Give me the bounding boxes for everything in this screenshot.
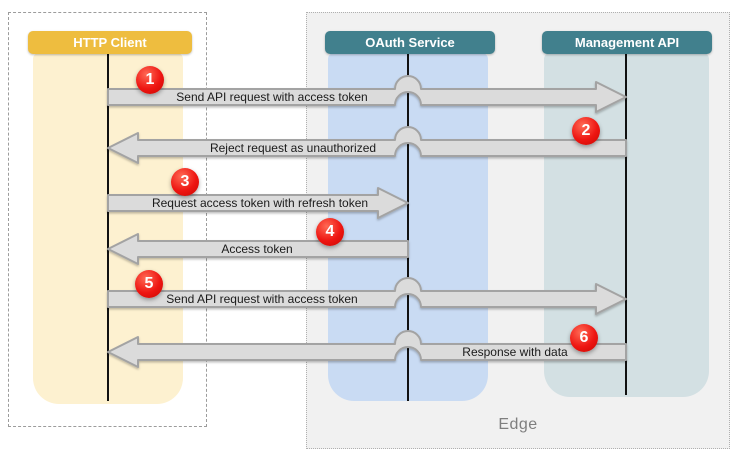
message-label-3: Request access token with refresh token [152, 196, 368, 210]
lifeline-http-client [107, 53, 109, 401]
lifeline-management-api [625, 53, 627, 395]
message-arrow-1 [107, 75, 627, 113]
message-arrow-6 [107, 330, 627, 368]
message-label-2: Reject request as unauthorized [210, 141, 376, 155]
lifeline-oauth-service [407, 53, 409, 401]
step-badge-2: 2 [572, 117, 600, 145]
step-badge-5: 5 [135, 270, 163, 298]
message-arrow-5 [107, 277, 627, 315]
step-badge-1: 1 [136, 66, 164, 94]
message-arrow-2 [107, 126, 627, 164]
message-label-1: Send API request with access token [176, 90, 367, 104]
lane-header-oauth-service: OAuth Service [325, 31, 495, 54]
message-label-6: Response with data [462, 345, 568, 359]
edge-zone-label: Edge [498, 416, 538, 433]
lane-header-management-api: Management API [542, 31, 712, 54]
message-label-5: Send API request with access token [166, 292, 357, 306]
lane-header-http-client: HTTP Client [28, 31, 192, 54]
step-badge-4: 4 [316, 218, 344, 246]
message-label-4: Access token [221, 242, 292, 256]
step-badge-3: 3 [171, 168, 199, 196]
step-badge-6: 6 [570, 324, 598, 352]
